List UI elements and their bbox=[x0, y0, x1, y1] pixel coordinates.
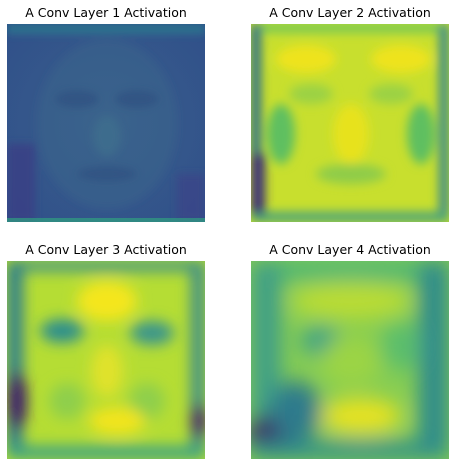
activation-map-layer-2 bbox=[251, 24, 449, 222]
activation-panel-2: A Conv Layer 2 Activation bbox=[251, 4, 449, 222]
activation-panel-1: A Conv Layer 1 Activation bbox=[7, 4, 205, 222]
panel-title: A Conv Layer 3 Activation bbox=[25, 242, 187, 257]
activation-panel-3: A Conv Layer 3 Activation bbox=[7, 241, 205, 459]
activation-map-layer-3 bbox=[7, 261, 205, 459]
panel-title: A Conv Layer 1 Activation bbox=[25, 5, 187, 20]
activation-map-layer-4 bbox=[251, 261, 449, 459]
panel-title: A Conv Layer 2 Activation bbox=[269, 5, 431, 20]
activation-map-layer-1 bbox=[7, 24, 205, 222]
activation-panel-4: A Conv Layer 4 Activation bbox=[251, 241, 449, 459]
panel-title: A Conv Layer 4 Activation bbox=[269, 242, 431, 257]
